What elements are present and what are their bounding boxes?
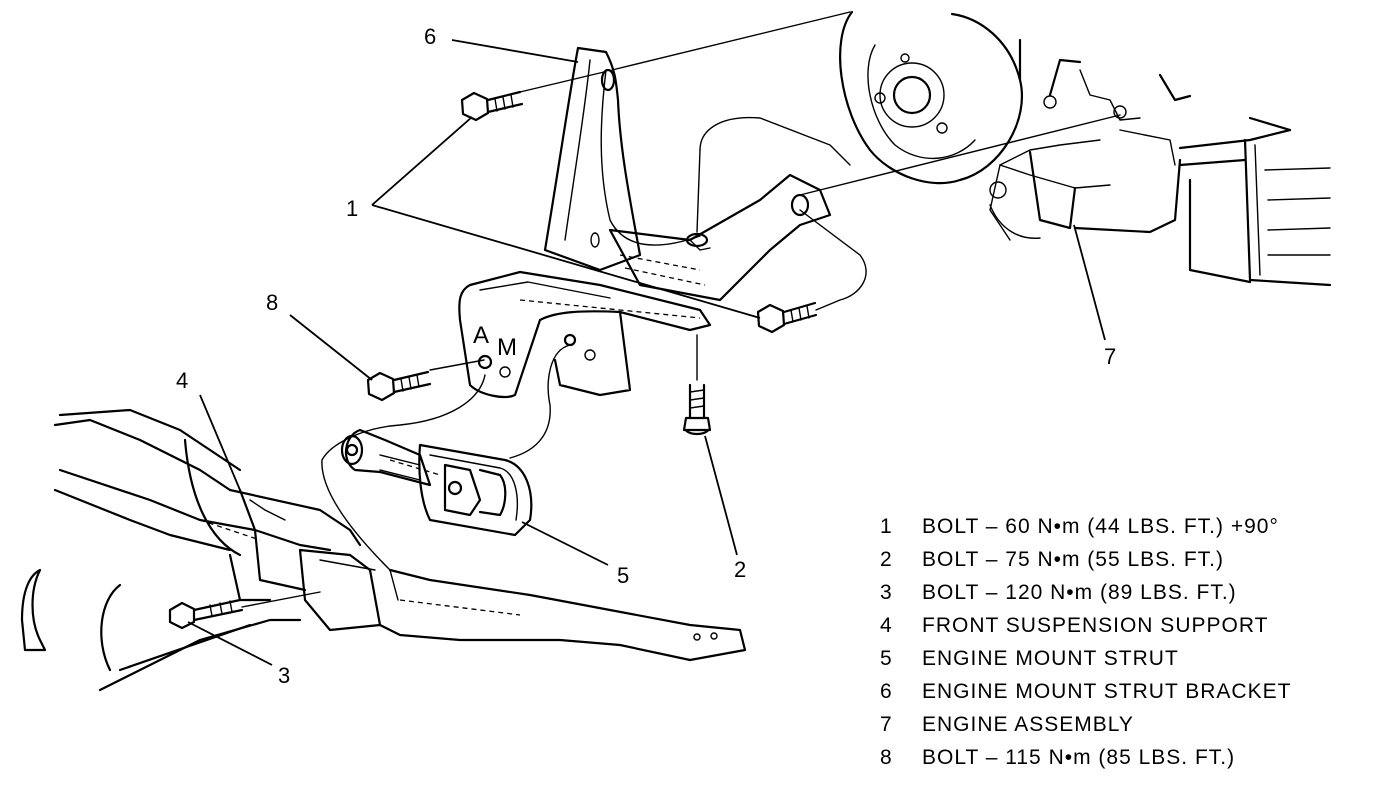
leader-lines xyxy=(187,39,1106,666)
callout-4: 4 xyxy=(176,368,188,393)
legend-number: 6 xyxy=(880,679,893,703)
legend-number: 5 xyxy=(880,646,893,670)
legend-description: BOLT – 75 N•m (55 LBS. FT.) xyxy=(922,547,1224,571)
callout-7: 7 xyxy=(1104,344,1116,369)
legend-row-6: 6 ENGINE MOUNT STRUT BRACKET xyxy=(880,675,1380,708)
legend-row-1: 1 BOLT – 60 N•m (44 LBS. FT.) +90° xyxy=(880,510,1380,543)
legend-number: 7 xyxy=(880,712,893,736)
engine-mount-strut xyxy=(340,428,533,537)
callout-5: 5 xyxy=(617,563,629,588)
legend-row-5: 5 ENGINE MOUNT STRUT xyxy=(880,642,1380,675)
callout-3: 3 xyxy=(278,663,290,688)
engine-mount-strut-bracket xyxy=(543,46,832,302)
legend-number: 3 xyxy=(880,580,893,604)
parts-legend: 1 BOLT – 60 N•m (44 LBS. FT.) +90° 2 BOL… xyxy=(880,510,1380,774)
bolt-item-8 xyxy=(366,370,432,402)
legend-row-3: 3 BOLT – 120 N•m (89 LBS. FT.) xyxy=(880,576,1380,609)
callout-2: 2 xyxy=(734,557,746,582)
bolt-item-1-lower xyxy=(756,301,818,334)
bracket-stamp-a: A xyxy=(473,322,489,349)
legend-row-7: 7 ENGINE ASSEMBLY xyxy=(880,708,1380,741)
callout-numbers: 6 1 8 4 5 2 3 7 xyxy=(176,24,1116,688)
legend-row-8: 8 BOLT – 115 N•m (85 LBS. FT.) xyxy=(880,741,1380,774)
legend-description: BOLT – 60 N•m (44 LBS. FT.) +90° xyxy=(922,514,1279,538)
legend-description: ENGINE ASSEMBLY xyxy=(922,712,1134,736)
engine-assembly xyxy=(839,10,1332,287)
callout-6: 6 xyxy=(424,24,436,49)
legend-description: ENGINE MOUNT STRUT BRACKET xyxy=(922,679,1292,703)
callout-1: 1 xyxy=(346,196,358,221)
bracket-stamp-m: M xyxy=(497,334,517,361)
assembly-lines xyxy=(241,11,1121,608)
bolt-item-1-upper xyxy=(460,90,524,122)
legend-description: FRONT SUSPENSION SUPPORT xyxy=(922,613,1269,637)
legend-number: 2 xyxy=(880,547,893,571)
front-suspension-support xyxy=(20,408,747,692)
callout-8: 8 xyxy=(266,290,278,315)
legend-description: BOLT – 120 N•m (89 LBS. FT.) xyxy=(922,580,1237,604)
bolt-item-2 xyxy=(682,383,712,436)
legend-description: ENGINE MOUNT STRUT xyxy=(922,646,1179,670)
legend-description: BOLT – 115 N•m (85 LBS. FT.) xyxy=(922,745,1236,769)
legend-row-2: 2 BOLT – 75 N•m (55 LBS. FT.) xyxy=(880,543,1380,576)
legend-row-4: 4 FRONT SUSPENSION SUPPORT xyxy=(880,609,1380,642)
bolt-item-3 xyxy=(168,598,244,630)
legend-number: 1 xyxy=(880,514,893,538)
legend-number: 8 xyxy=(880,745,893,769)
legend-number: 4 xyxy=(880,613,893,637)
